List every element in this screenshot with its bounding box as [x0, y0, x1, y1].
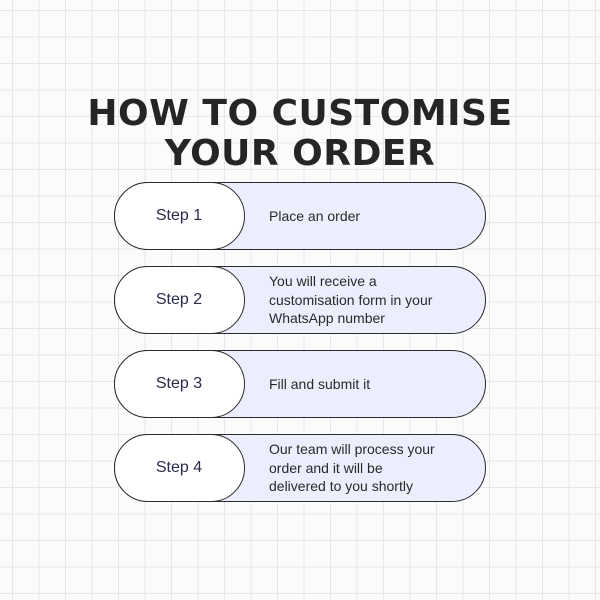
step-description-line: delivered to you shortly — [269, 478, 413, 495]
step-description-line: customisation form in your — [269, 291, 433, 308]
step-description-line: You will receive a — [269, 273, 377, 290]
step-label-pill: Step 3 — [113, 349, 245, 418]
step-card-3: Step 3 Fill and submit it — [113, 349, 486, 418]
step-card-4: Step 4 Our team will process your order … — [113, 433, 486, 502]
step-description: You will receive a customisation form in… — [269, 267, 461, 333]
step-description-line: Our team will process your — [269, 441, 435, 458]
step-description: Fill and submit it — [269, 351, 461, 417]
step-description-line: Fill and submit it — [269, 375, 371, 392]
step-label-pill: Step 4 — [113, 433, 245, 502]
title-line-1: HOW TO CUSTOMISE — [87, 93, 513, 134]
page-title: HOW TO CUSTOMISE YOUR ORDER — [0, 94, 600, 174]
step-description: Our team will process your order and it … — [269, 435, 461, 501]
step-description-line: Place an order — [269, 207, 361, 224]
step-description-line: WhatsApp number — [269, 310, 385, 327]
step-description: Place an order — [269, 183, 461, 249]
step-card-2: Step 2 You will receive a customisation … — [113, 265, 486, 334]
title-line-2: YOUR ORDER — [164, 133, 436, 174]
step-card-1: Step 1 Place an order — [113, 181, 486, 250]
step-label-pill: Step 2 — [113, 265, 245, 334]
step-description-line: order and it will be — [269, 459, 383, 476]
step-label-pill: Step 1 — [113, 181, 245, 250]
